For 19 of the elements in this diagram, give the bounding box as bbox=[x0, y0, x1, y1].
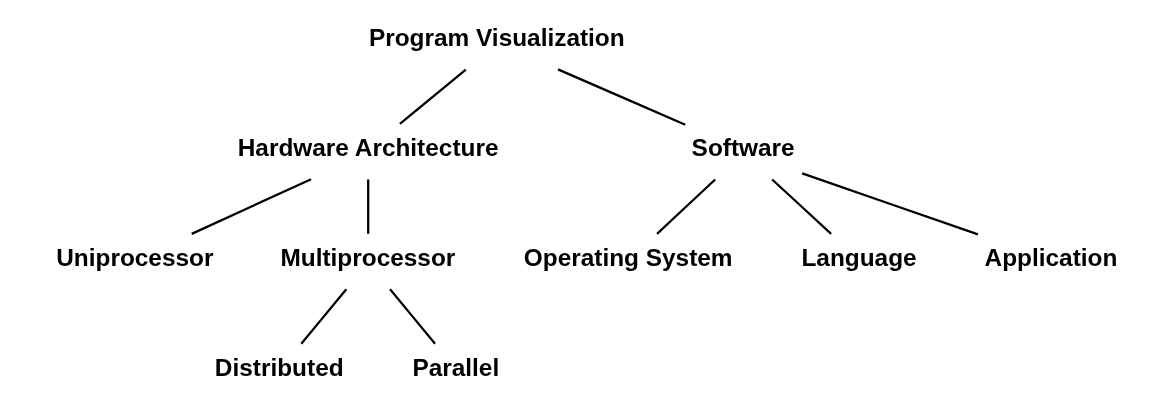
node-text: Operating System bbox=[523, 243, 733, 271]
connector bbox=[366, 179, 369, 234]
node-text: Uniprocessor bbox=[55, 243, 213, 271]
node-text: Program Visualization bbox=[368, 24, 625, 52]
node-text: Hardware Architecture bbox=[237, 133, 498, 161]
connector bbox=[190, 178, 312, 235]
connector bbox=[299, 288, 347, 345]
node-text: Software bbox=[691, 133, 795, 161]
node-text: Multiprocessor bbox=[279, 243, 455, 271]
connector bbox=[388, 288, 436, 345]
connector bbox=[801, 172, 978, 236]
connector bbox=[770, 178, 832, 235]
connector bbox=[655, 178, 716, 235]
node-text: Distributed bbox=[214, 353, 344, 381]
node-text: Language bbox=[800, 243, 917, 271]
connector bbox=[557, 68, 686, 126]
node-text: Application bbox=[984, 243, 1117, 271]
node-text: Parallel bbox=[411, 353, 499, 381]
connector bbox=[398, 68, 467, 125]
